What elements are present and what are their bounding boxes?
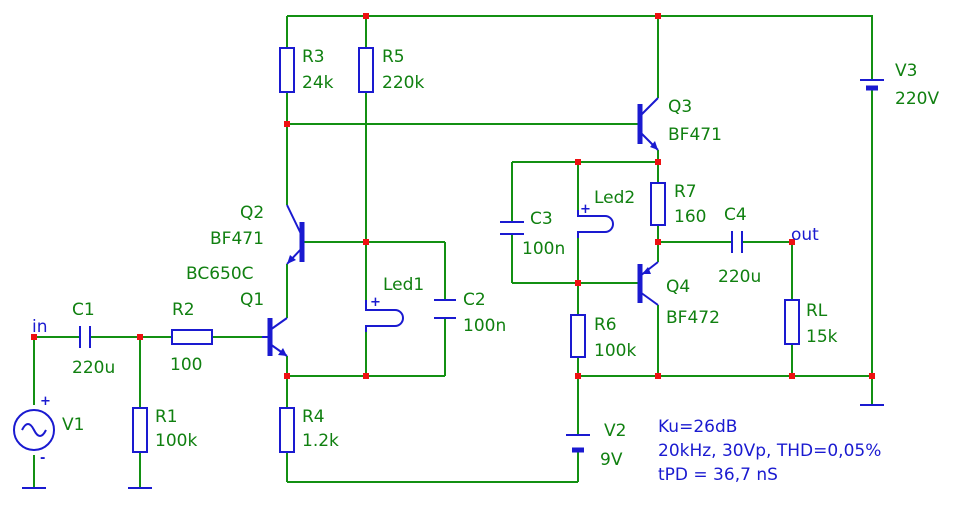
- resistor-r7: [650, 182, 666, 226]
- v2-value: 9V: [600, 450, 623, 470]
- q1-model: BC650C: [186, 264, 254, 284]
- r3-name: R3: [302, 47, 325, 67]
- led1: +: [365, 295, 404, 332]
- r1-name: R1: [155, 407, 178, 427]
- r2-name: R2: [172, 300, 195, 320]
- voltage-source-v2: [566, 434, 590, 453]
- v2-name: V2: [604, 421, 626, 441]
- c3-name: C3: [530, 209, 553, 229]
- q3-model: BF471: [668, 125, 722, 145]
- c4-value: 220u: [718, 267, 761, 287]
- r2-value: 100: [170, 355, 202, 375]
- q1-name: Q1: [240, 290, 264, 310]
- transistor-q4: [637, 261, 659, 306]
- r4-value: 1.2k: [302, 431, 339, 451]
- svg-text:-: -: [40, 451, 45, 466]
- r4-name: R4: [302, 407, 325, 427]
- resistor-r2: [171, 329, 213, 345]
- node-out-label: out: [791, 225, 819, 245]
- q2-name: Q2: [240, 203, 264, 223]
- rl-value: 15k: [806, 327, 838, 347]
- v3-name: V3: [895, 61, 917, 81]
- svg-text:+: +: [580, 202, 591, 217]
- capacitor-c1: [79, 326, 91, 348]
- resistor-r6: [570, 314, 586, 358]
- resistor-rl: [784, 299, 800, 345]
- svg-text:+: +: [40, 394, 51, 409]
- q4-name: Q4: [666, 277, 690, 297]
- c2-name: C2: [463, 290, 486, 310]
- v1-name: V1: [62, 415, 84, 435]
- r3-value: 24k: [302, 73, 334, 93]
- led1-name: Led1: [383, 275, 424, 295]
- note-propagation-delay: tPD = 36,7 nS: [658, 465, 778, 485]
- c1-name: C1: [72, 300, 95, 320]
- svg-text:+: +: [370, 295, 381, 310]
- junction-dots: [31, 13, 875, 379]
- c3-value: 100n: [522, 239, 565, 259]
- ac-source-v1: + -: [13, 394, 55, 466]
- transistor-q3: [637, 97, 659, 151]
- c2-value: 100n: [463, 316, 506, 336]
- c4-name: C4: [724, 205, 747, 225]
- r6-value: 100k: [594, 341, 636, 361]
- led2: +: [577, 202, 614, 238]
- r5-name: R5: [382, 47, 405, 67]
- transistor-q2: [286, 204, 305, 265]
- note-gain: Ku=26dB: [658, 417, 737, 437]
- c1-value: 220u: [72, 358, 115, 378]
- capacitor-c4: [731, 231, 743, 253]
- voltage-source-v3: [860, 79, 884, 91]
- capacitor-c3: [500, 221, 524, 235]
- resistor-r4: [279, 407, 295, 453]
- q3-name: Q3: [668, 97, 692, 117]
- resistor-r5: [358, 47, 374, 93]
- v3-value: 220V: [895, 89, 939, 109]
- rl-name: RL: [806, 301, 828, 321]
- r1-value: 100k: [155, 431, 197, 451]
- q4-model: BF472: [666, 308, 720, 328]
- r6-name: R6: [594, 315, 617, 335]
- note-test-conditions: 20kHz, 30Vp, THD=0,05%: [658, 441, 881, 461]
- wires: [33, 15, 873, 488]
- q2-model: BF471: [210, 229, 264, 249]
- r7-name: R7: [674, 182, 697, 202]
- transistor-q1: [262, 317, 288, 357]
- r5-value: 220k: [382, 73, 424, 93]
- resistor-r3: [279, 47, 295, 93]
- capacitor-c2: [434, 299, 456, 319]
- led2-name: Led2: [594, 188, 635, 208]
- r7-value: 160: [674, 207, 706, 227]
- node-in-label: in: [32, 317, 48, 337]
- resistor-r1: [132, 407, 148, 453]
